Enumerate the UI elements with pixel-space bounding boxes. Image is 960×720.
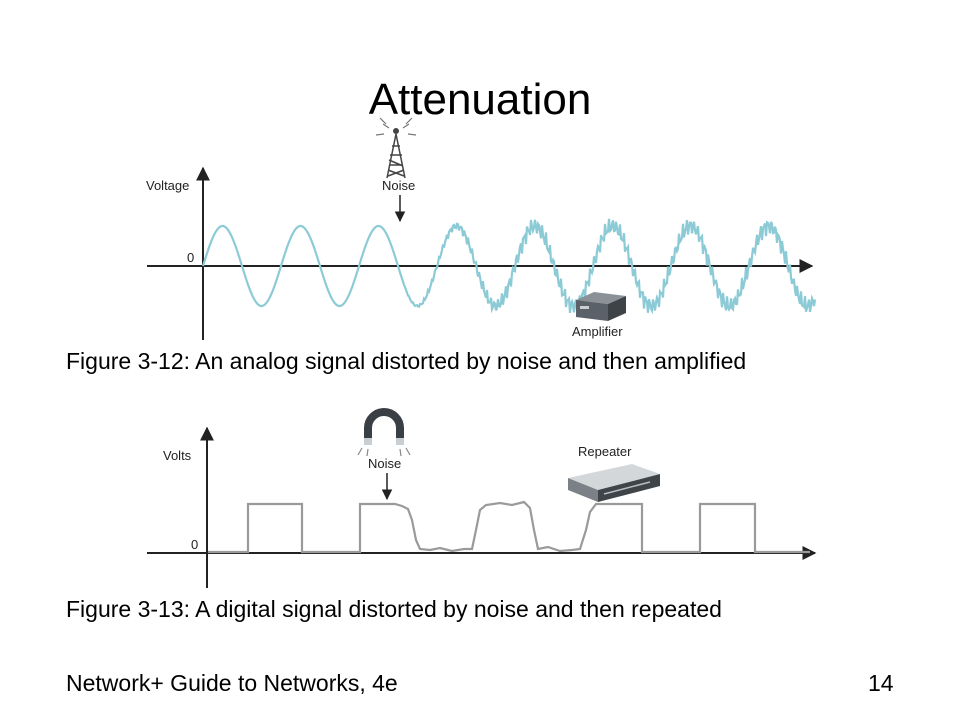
amplifier-icon: [576, 292, 626, 321]
analog-y-axis-label: Voltage: [146, 178, 189, 193]
radio-tower-icon: [375, 117, 417, 179]
digital-device-label: Repeater: [578, 444, 632, 459]
analog-device-label: Amplifier: [572, 324, 623, 339]
analog-zero-label: 0: [187, 250, 194, 265]
digital-signal-wave: [208, 500, 810, 554]
digital-zero-label: 0: [191, 537, 198, 552]
figure2-caption: Figure 3-13: A digital signal distorted …: [66, 596, 722, 622]
analog-figure: Voltage 0 Noise Amplifier: [146, 117, 817, 340]
analog-signal-wave: [201, 218, 817, 315]
page-number: 14: [868, 670, 894, 696]
analog-noise-label: Noise: [382, 178, 415, 193]
digital-figure: Volts 0 Noise Repeater: [147, 408, 817, 588]
figure1-caption: Figure 3-12: An analog signal distorted …: [66, 348, 747, 374]
slide-title: Attenuation: [368, 75, 592, 124]
repeater-icon: [568, 464, 660, 502]
footer-course-title: Network+ Guide to Networks, 4e: [66, 670, 398, 696]
digital-noise-label: Noise: [368, 456, 401, 471]
magnet-icon: [357, 408, 411, 457]
digital-y-axis-label: Volts: [163, 448, 192, 463]
